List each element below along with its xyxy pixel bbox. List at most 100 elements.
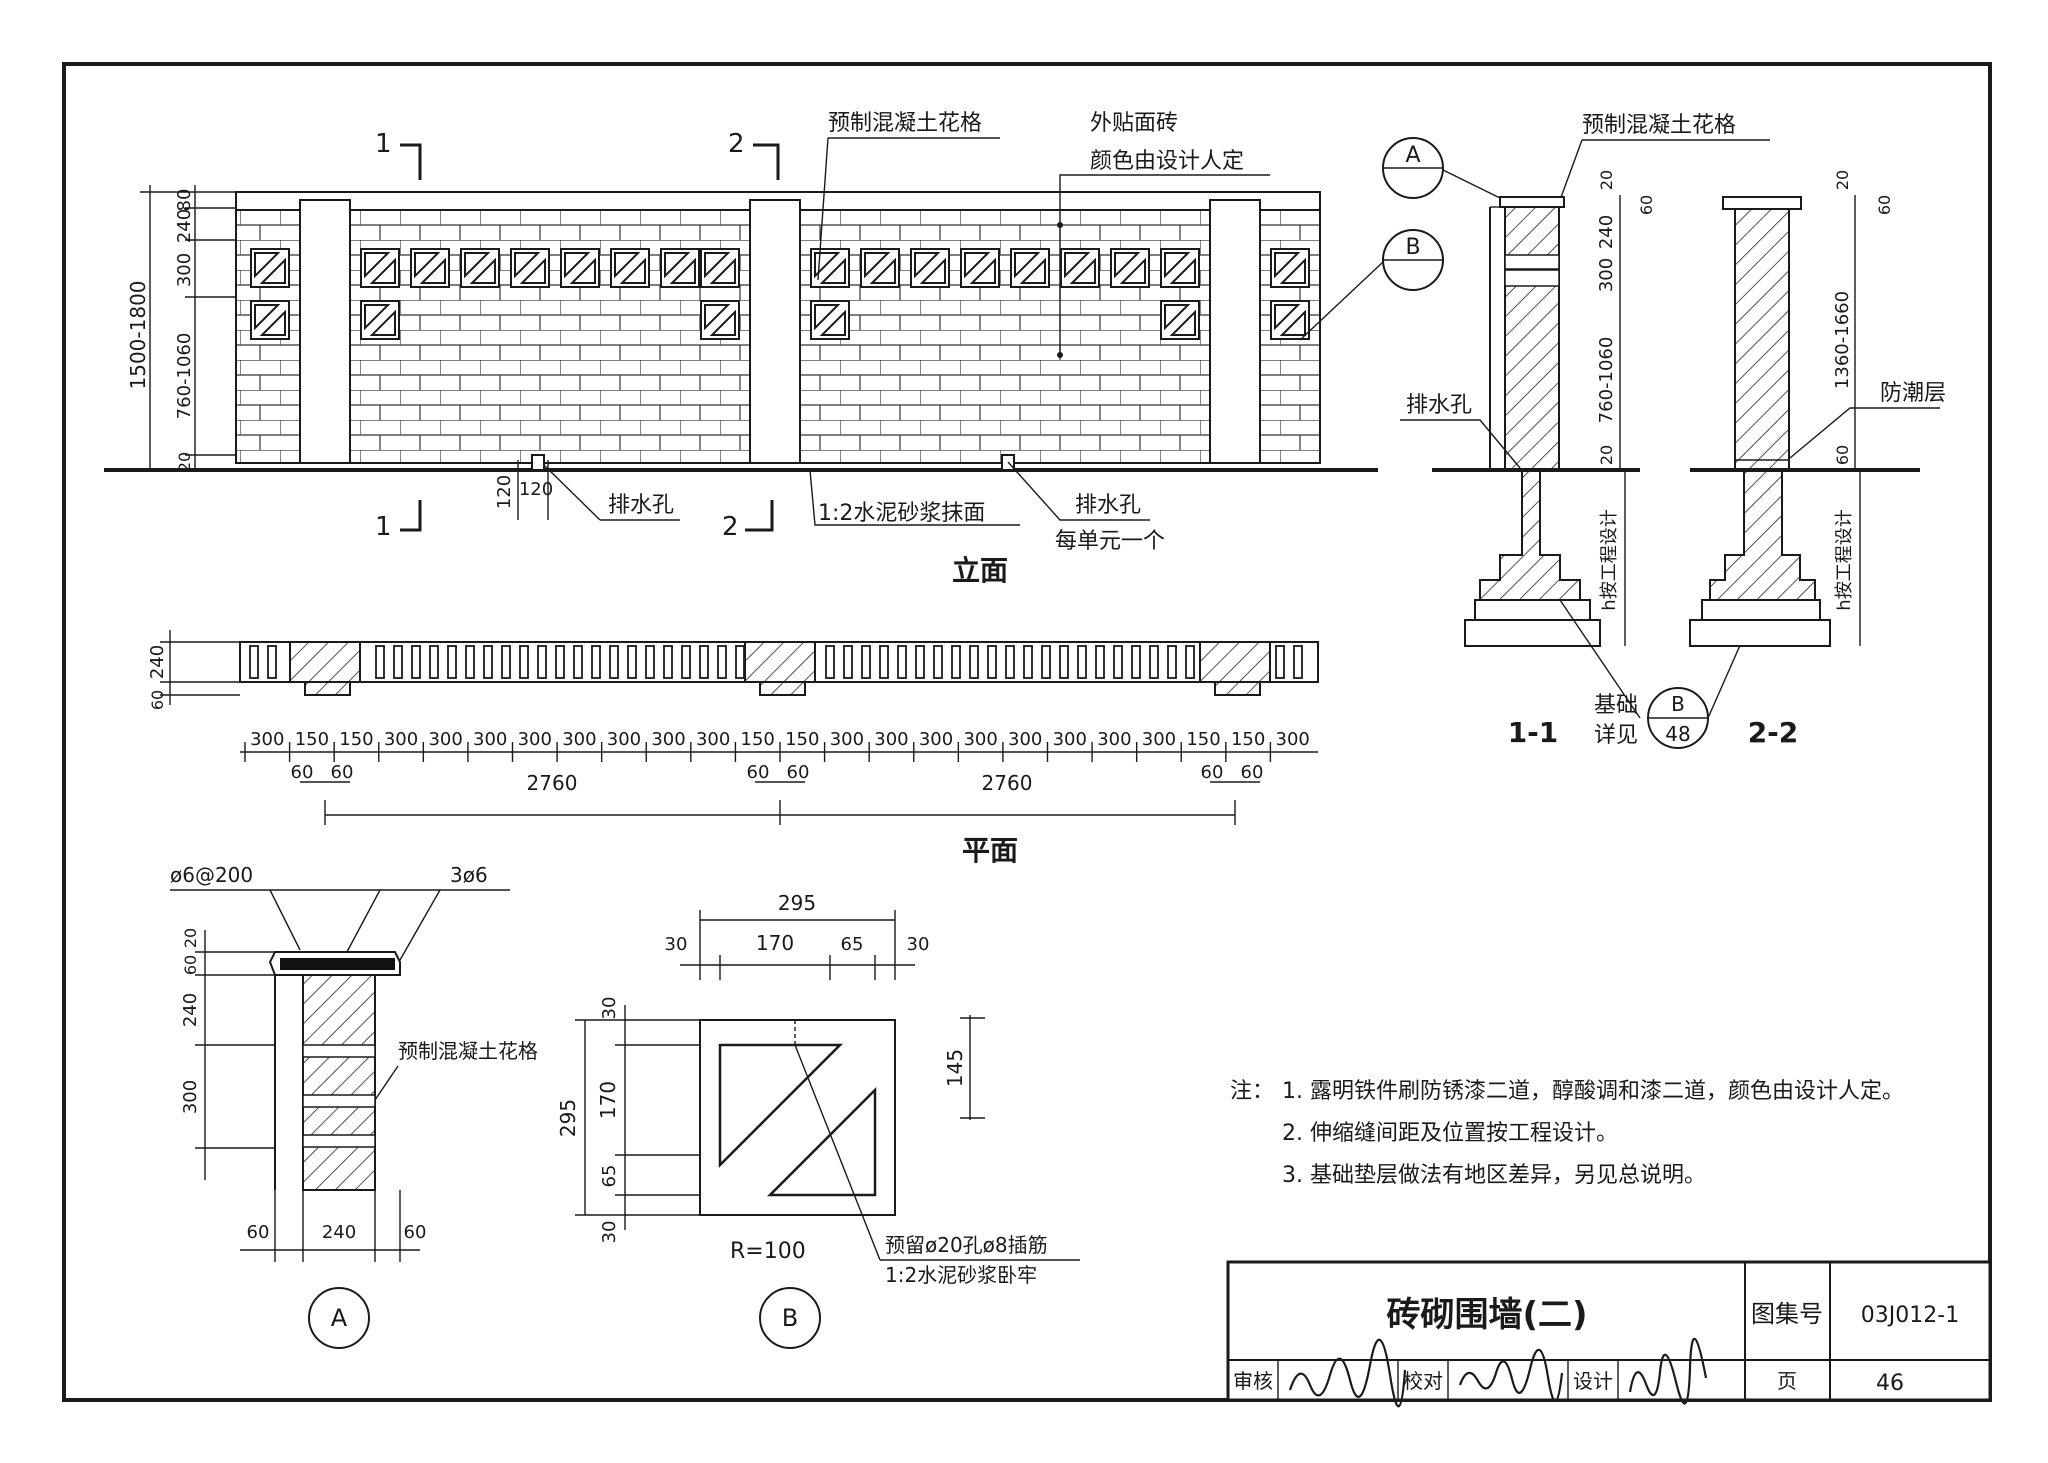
grille-block <box>699 1019 896 1216</box>
plan-pillar <box>289 641 361 696</box>
note-item: 3. 基础垫层做法有地区差异，另见总说明。 <box>1282 1163 1706 1188</box>
section-mark-2-top: 2 <box>728 129 745 159</box>
svg-text:30: 30 <box>907 934 930 955</box>
svg-text:A: A <box>1405 143 1420 168</box>
plan-slot <box>987 645 997 679</box>
plan-dim-label: 150 <box>785 729 819 750</box>
grille-block <box>410 248 450 288</box>
svg-text:60: 60 <box>181 955 200 975</box>
svg-text:170: 170 <box>756 931 794 955</box>
elevation-view: 1500-1800 80 240 300 760-1060 20 1 1 2 2… <box>104 111 1501 587</box>
label-mortar: 1:2水泥砂浆抹面 <box>818 501 985 526</box>
plan-dim-label: 150 <box>295 729 329 750</box>
plan-slot <box>1167 645 1177 679</box>
plan-slot <box>411 645 421 679</box>
section-2-2-title: 2-2 <box>1748 716 1799 749</box>
plan-slot <box>1041 645 1051 679</box>
plan-dim-60: 60 <box>331 762 354 783</box>
plan-dim-label: 150 <box>741 729 775 750</box>
grille-block <box>1160 248 1200 288</box>
plan-slot <box>681 645 691 679</box>
svg-text:R=100: R=100 <box>730 1239 806 1264</box>
svg-text:240: 240 <box>180 993 201 1027</box>
detail-b: 295 30 170 65 30 145 295 30 170 65 30 R=… <box>556 891 1080 1349</box>
page-number: 46 <box>1876 1371 1904 1396</box>
atlas-label: 图集号 <box>1751 1300 1823 1328</box>
atlas-number: 03J012-1 <box>1861 1303 1959 1328</box>
grille-block <box>660 248 700 288</box>
dim-total-height: 1500-1800 <box>126 280 150 389</box>
svg-text:240: 240 <box>322 1222 356 1243</box>
svg-text:校对: 校对 <box>1403 1369 1443 1393</box>
dim-80: 80 <box>174 189 195 212</box>
label-tile-1: 外贴面砖 <box>1090 111 1178 136</box>
plan-dim-label: 300 <box>963 729 997 750</box>
svg-text:60: 60 <box>1637 195 1656 215</box>
svg-text:B: B <box>782 1304 798 1332</box>
grille-block <box>810 248 850 288</box>
plan-dim-label: 300 <box>874 729 908 750</box>
grille-block <box>860 248 900 288</box>
svg-text:30: 30 <box>599 997 620 1020</box>
svg-text:60: 60 <box>1833 445 1852 465</box>
section-mark-1-bottom: 1 <box>375 512 392 542</box>
plan-slot <box>1113 645 1123 679</box>
label-tile-2: 颜色由设计人定 <box>1090 149 1244 174</box>
svg-text:240: 240 <box>1596 215 1617 249</box>
svg-text:审核: 审核 <box>1233 1369 1273 1393</box>
svg-text:20: 20 <box>181 928 200 948</box>
grille-block <box>360 248 400 288</box>
plan-slot <box>861 645 871 679</box>
svg-text:ø6@200: ø6@200 <box>170 863 253 887</box>
signature-check <box>1458 1348 1564 1403</box>
section-mark-1-top: 1 <box>375 129 392 159</box>
label-drain: 排水孔 <box>608 493 674 518</box>
plan-slot <box>825 645 835 679</box>
plan-slot <box>645 645 655 679</box>
drain-hole <box>531 454 545 471</box>
grille-block <box>510 248 550 288</box>
grille-block <box>1270 300 1310 340</box>
svg-text:B: B <box>1405 235 1420 260</box>
dim-20: 20 <box>175 452 194 472</box>
label-drain-2: 排水孔 <box>1075 493 1141 518</box>
svg-text:20: 20 <box>1597 170 1616 190</box>
plan-slot <box>1275 645 1285 679</box>
dim-120-v: 120 <box>494 475 515 509</box>
plan-dim-60: 60 <box>1201 762 1224 783</box>
svg-text:20: 20 <box>1833 170 1852 190</box>
plan-dim-60: 60 <box>1241 762 1264 783</box>
svg-text:65: 65 <box>841 934 864 955</box>
dim-300: 300 <box>174 253 195 287</box>
plan-slot <box>879 645 889 679</box>
svg-text:3ø6: 3ø6 <box>450 863 488 887</box>
svg-text:1360-1660: 1360-1660 <box>1832 291 1853 389</box>
plan-dim-label: 150 <box>1231 729 1265 750</box>
pillar <box>299 199 351 464</box>
plan-slot <box>447 645 457 679</box>
plan-slot <box>1293 645 1303 679</box>
pillar <box>1209 199 1261 464</box>
plan-dim-label: 300 <box>473 729 507 750</box>
plan-slot <box>1131 645 1141 679</box>
plan-dim-60: 60 <box>747 762 770 783</box>
plan-slot <box>1149 645 1159 679</box>
svg-text:60: 60 <box>404 1222 427 1243</box>
plan-dim-label: 300 <box>428 729 462 750</box>
label-drain-note: 每单元一个 <box>1055 529 1165 554</box>
grille-block <box>560 248 600 288</box>
plan-slot <box>1023 645 1033 679</box>
plan-slot <box>735 645 745 679</box>
grille-block <box>700 248 740 288</box>
drawing-title: 砖砌围墙(二) <box>1386 1295 1587 1335</box>
section-1-1-title: 1-1 <box>1508 716 1559 749</box>
plan-dim-label: 300 <box>919 729 953 750</box>
plan-span-2: 2760 <box>982 771 1033 795</box>
grille-block <box>250 300 290 340</box>
svg-text:20: 20 <box>1597 445 1616 465</box>
plan-slot <box>537 645 547 679</box>
grille-block <box>960 248 1000 288</box>
sec11-label-grille: 预制混凝土花格 <box>1582 113 1736 138</box>
plan-slot <box>573 645 583 679</box>
signature-design <box>1628 1337 1708 1405</box>
